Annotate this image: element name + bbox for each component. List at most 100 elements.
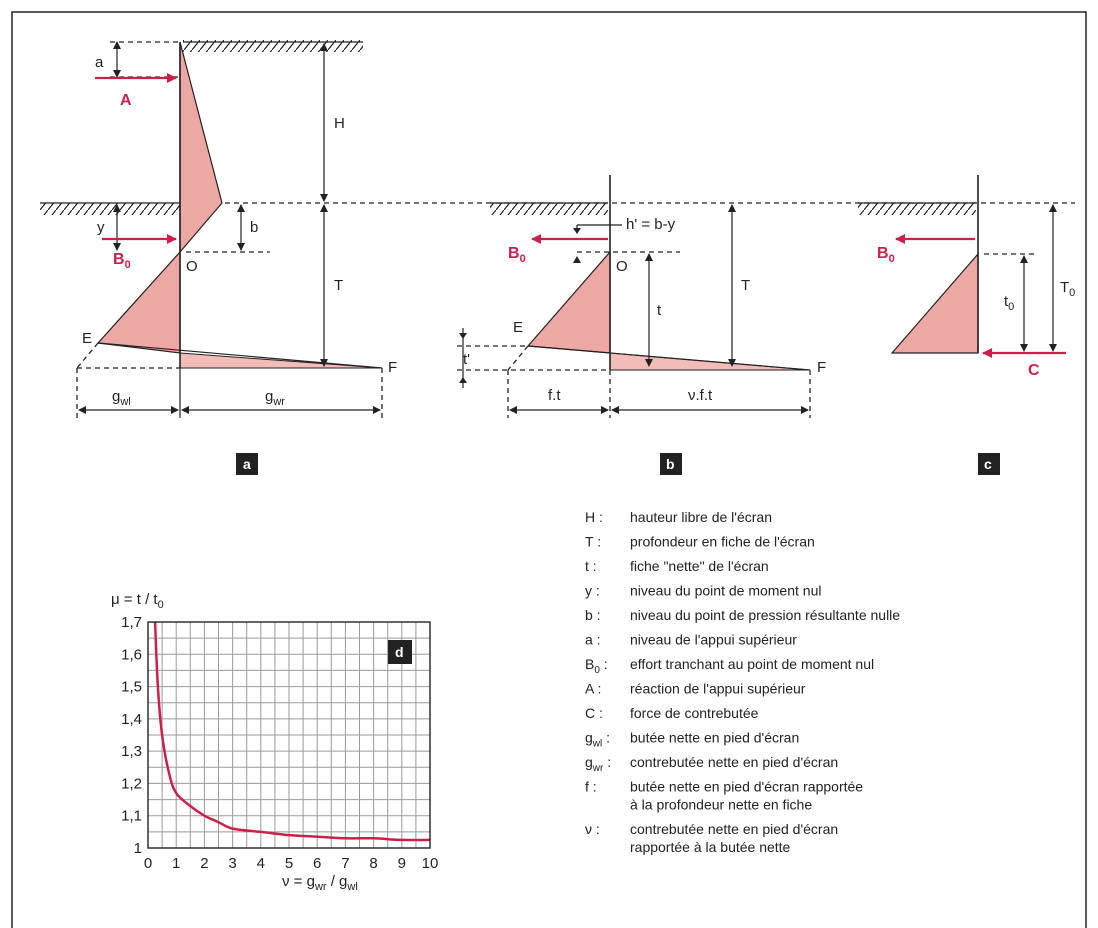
label-C: C <box>1028 362 1040 379</box>
label-T-b: T <box>741 277 750 294</box>
pressure-lower-left <box>96 250 181 354</box>
pressure-upper <box>179 41 223 254</box>
y-tick-label: 1,2 <box>121 775 142 792</box>
chart-series-line <box>153 621 431 842</box>
label-y: y <box>97 219 105 236</box>
y-tick-label: 1,6 <box>121 646 142 663</box>
legend-symbol: b : <box>585 607 601 623</box>
x-tick-label: 7 <box>341 855 349 872</box>
chart-grid <box>148 622 430 848</box>
label-ft: f.t <box>548 387 561 404</box>
panel-a: a A H y B0 b O T E F gwl gwr a <box>40 40 397 475</box>
figure-frame <box>11 11 1087 928</box>
label-A: A <box>120 92 132 109</box>
x-tick-label: 4 <box>257 855 265 872</box>
x-tick-label: 6 <box>313 855 321 872</box>
badge-d-text: d <box>395 644 404 660</box>
chart-y-ticks: 11,11,21,31,41,51,61,7 <box>121 614 142 857</box>
label-O-a: O <box>186 258 198 275</box>
label-F-a: F <box>388 359 397 376</box>
badge-b-text: b <box>666 456 675 472</box>
label-t0: t0 <box>1004 293 1014 313</box>
label-t: t <box>657 302 662 319</box>
ground-hatch-excavation <box>40 203 180 215</box>
x-tick-label: 10 <box>422 855 439 872</box>
chart-x-ticks: 0 1 2 3 4 5 6 7 8 9 10 <box>144 855 439 872</box>
legend-text: force de contrebutée <box>630 705 759 721</box>
legend-text: réaction de l'appui supérieur <box>630 681 806 697</box>
y-tick-label: 1 <box>134 840 142 857</box>
legend-symbol: H : <box>585 509 603 525</box>
x-tick-label: 2 <box>200 855 208 872</box>
y-tick-label: 1,1 <box>121 808 142 825</box>
legend-symbol: B0 : <box>585 656 608 676</box>
chart-frame <box>147 621 431 849</box>
label-B0-b: B0 <box>508 245 526 265</box>
badge-c-text: c <box>984 456 992 472</box>
y-tick-label: 1,7 <box>121 614 142 631</box>
x-tick-label: 0 <box>144 855 152 872</box>
ground-hatch-c <box>858 203 976 215</box>
label-t-prime: t' <box>463 351 470 368</box>
legend-symbol: C : <box>585 705 603 721</box>
legend-text: profondeur en fiche de l'écran <box>630 534 815 550</box>
legend-text-continued: à la profondeur nette en fiche <box>630 797 812 813</box>
y-tick-label: 1,4 <box>121 711 142 728</box>
ground-hatch-top <box>183 40 363 52</box>
label-H: H <box>334 115 345 132</box>
chart-ylabel: μ = t / t0 <box>111 591 164 611</box>
x-tick-label: 3 <box>228 855 236 872</box>
legend-text: niveau du point de moment nul <box>630 583 821 599</box>
legend-text: hauteur libre de l'écran <box>630 509 772 525</box>
badge-b <box>660 453 682 475</box>
legend-symbol: ν : <box>585 821 600 837</box>
legend-symbol: t : <box>585 558 597 574</box>
x-tick-label: 5 <box>285 855 293 872</box>
ground-hatch-b <box>490 203 608 215</box>
badge-d <box>388 640 412 664</box>
x-tick-label: 1 <box>172 855 180 872</box>
label-gwr: gwr <box>265 388 285 408</box>
label-B0-a: B0 <box>113 251 131 271</box>
x-tick-label: 8 <box>369 855 377 872</box>
label-a: a <box>95 54 104 71</box>
legend-text-continued: rapportée à la butée nette <box>630 839 791 855</box>
legend-text: niveau du point de pression résultante n… <box>630 607 900 623</box>
label-gwl: gwl <box>112 388 131 408</box>
legend-symbol: y : <box>585 583 600 599</box>
label-F-b: F <box>817 359 826 376</box>
legend-text: niveau de l'appui supérieur <box>630 632 797 648</box>
y-tick-label: 1,5 <box>121 679 142 696</box>
label-T0: T0 <box>1060 279 1075 299</box>
badge-a <box>236 453 258 475</box>
chart-xlabel: ν = gwr / gwl <box>282 873 358 893</box>
legend-text: contrebutée nette en pied d'écran <box>630 821 838 837</box>
legend-text: butée nette en pied d'écran rapportée <box>630 779 863 795</box>
x-tick-label: 9 <box>398 855 406 872</box>
panel-b: h' = b-y B0 O t T E F t' f.t ν.f.t <box>457 175 826 475</box>
legend-text: butée nette en pied d'écran <box>630 730 799 746</box>
label-O-b: O <box>616 258 628 275</box>
legend-symbol: a : <box>585 632 601 648</box>
label-E-b: E <box>513 319 523 336</box>
badge-a-text: a <box>243 456 251 472</box>
legend-symbol: f : <box>585 779 597 795</box>
pressure-b-left <box>526 250 611 354</box>
legend-text: fiche "nette" de l'écran <box>630 558 769 574</box>
label-h-prime: h' = b-y <box>626 216 676 233</box>
panel-c: B0 t0 T0 C c <box>858 175 1075 475</box>
legend-text: contrebutée nette en pied d'écran <box>630 754 838 770</box>
label-vft: ν.f.t <box>688 387 713 404</box>
legend-symbol: A : <box>585 681 601 697</box>
label-T-a: T <box>334 277 343 294</box>
legend-symbol: T : <box>585 534 601 550</box>
legend-symbol: gwr : <box>585 754 611 774</box>
label-b: b <box>250 219 258 236</box>
label-E-a: E <box>82 330 92 347</box>
label-B0-c: B0 <box>877 245 895 265</box>
legend-symbol: gwl : <box>585 730 610 750</box>
badge-c <box>978 453 1000 475</box>
legend: H : hauteur libre de l'écran T : profondeur… <box>585 509 900 855</box>
